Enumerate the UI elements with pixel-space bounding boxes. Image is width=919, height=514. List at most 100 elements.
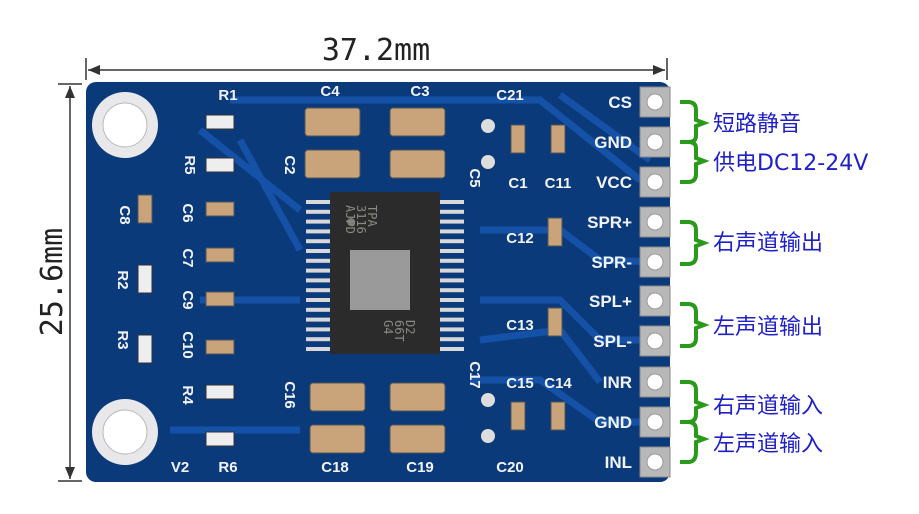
resistors (137, 114, 235, 447)
ic-pin (306, 288, 330, 293)
chip-text: D2 (403, 320, 417, 334)
pin-header: CS GND VCC SPR+ SPR- SPL+ SPL- INR GND INL (587, 86, 671, 478)
silkscreen-label: C2 (281, 155, 298, 174)
silkscreen-label: R3 (114, 330, 131, 349)
pin-label: INR (603, 373, 632, 392)
chip-text: 3116 (354, 205, 368, 234)
ic-pin (306, 347, 330, 351)
silkscreen-label: C6 (179, 203, 196, 222)
pin-label: SPR- (591, 253, 632, 272)
brace-left-in (680, 420, 710, 464)
silkscreen-label: C1 (508, 175, 527, 192)
annotation-right-out: 右声道输出 (713, 231, 823, 256)
silkscreen-label: R6 (218, 459, 237, 476)
ic-pin (440, 258, 464, 263)
brace-power (680, 140, 710, 184)
ic-pin (306, 278, 330, 283)
chip-text: G4 (381, 320, 395, 334)
annotation-braces (680, 100, 710, 464)
silkscreen-label: C9 (179, 290, 196, 309)
ic-pin (306, 258, 330, 263)
brace-left-out (680, 302, 710, 348)
brace-right-in (680, 380, 710, 424)
brace-right-out (680, 220, 710, 266)
silkscreen-label: C20 (496, 459, 524, 476)
header-pin: SPL+ (589, 285, 671, 317)
ic-pin (440, 307, 464, 312)
silkscreen-label: V2 (171, 459, 189, 476)
mounting-hole-bottom (92, 399, 158, 465)
header-pin: CS (608, 86, 671, 118)
annotation-power: 供电DC12-24V (713, 151, 868, 176)
ic-pin (306, 298, 330, 302)
ic-pin (440, 200, 464, 204)
silkscreen-label: C5 (466, 168, 483, 187)
pin-label: SPL- (593, 332, 632, 351)
ic-pin (440, 347, 464, 351)
pcb-board: TPA 3116 AJPD D2 66T G4 (86, 82, 671, 482)
ic-pin (306, 209, 330, 214)
silkscreen-label: C16 (281, 381, 298, 409)
silkscreen-label: R4 (179, 385, 196, 405)
ic-pin (440, 278, 464, 283)
ic-pin (306, 337, 330, 342)
silkscreen-label: C10 (179, 331, 196, 359)
width-label: 37.2mm (322, 33, 430, 68)
ic-pin (306, 327, 330, 332)
chip-text: 66T (392, 320, 406, 342)
header-pin: GND (594, 406, 671, 438)
ic-pin (440, 209, 464, 214)
annotation-left-in: 左声道输入 (713, 432, 823, 457)
header-pin: VCC (596, 166, 671, 198)
silkscreen-label: C7 (179, 248, 196, 267)
pin-label: SPL+ (589, 292, 632, 311)
pin-label: CS (608, 93, 632, 112)
height-dimension: 25.6mm (35, 83, 82, 482)
pin-label: INL (605, 453, 632, 472)
height-label: 25.6mm (35, 228, 70, 336)
ic-pin (306, 268, 330, 273)
annotation-left-out: 左声道输出 (713, 315, 823, 340)
header-pin: SPR- (591, 246, 671, 278)
ic-pin (440, 317, 464, 322)
silkscreen-label: C12 (506, 230, 534, 247)
header-pin: SPL- (593, 325, 671, 357)
chip-text: AJPD (343, 205, 357, 234)
brace-mute (680, 100, 710, 144)
silkscreen-label: C15 (506, 375, 534, 392)
silkscreen-label: R5 (181, 155, 198, 174)
header-pin: INL (605, 446, 671, 478)
silkscreen-label: C21 (496, 87, 524, 104)
ic-pin (306, 307, 330, 312)
silkscreen-label: R1 (218, 87, 237, 104)
ic-pin (440, 298, 464, 302)
ic-pin (440, 249, 464, 253)
header-pin: INR (603, 366, 671, 398)
silkscreen-label: C11 (545, 175, 572, 192)
ic-pin (306, 249, 330, 253)
ic-pin (306, 229, 330, 234)
ic-pin (306, 317, 330, 322)
pin-label: VCC (596, 173, 632, 192)
header-pin: SPR+ (587, 206, 671, 238)
ic-pin (440, 288, 464, 293)
silkscreen-label: C8 (116, 205, 133, 224)
ic-pin (440, 327, 464, 332)
silkscreen-label: C18 (321, 459, 349, 476)
pin-label: GND (594, 413, 632, 432)
pin-label: GND (594, 133, 632, 152)
silkscreen-label: C3 (410, 83, 429, 100)
annotation-right-in: 右声道输入 (713, 394, 823, 419)
silkscreen-label: C19 (406, 459, 434, 476)
silkscreen-label: C4 (320, 83, 340, 100)
mounting-hole-top (92, 92, 158, 158)
pin-label: SPR+ (587, 213, 632, 232)
ic-pin (440, 268, 464, 273)
ic-pin (306, 219, 330, 224)
ic-pin (440, 229, 464, 234)
width-dimension: 37.2mm (85, 33, 668, 80)
ic-pin (306, 200, 330, 204)
silkscreen-label: C14 (544, 375, 572, 392)
ic-pin (306, 239, 330, 244)
